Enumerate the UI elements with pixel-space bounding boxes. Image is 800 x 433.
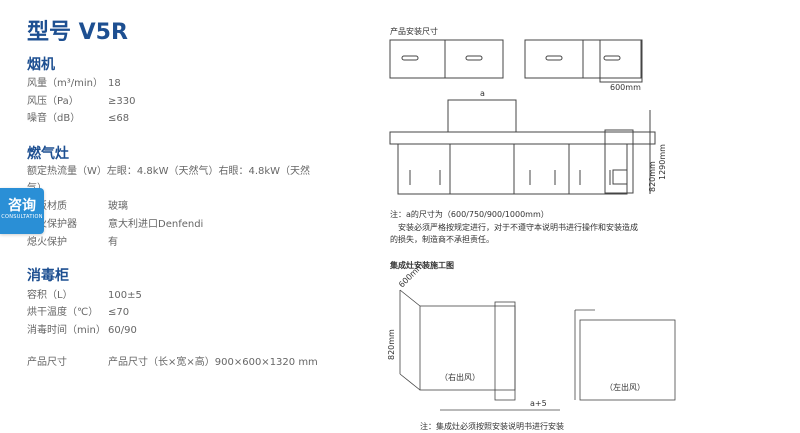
install-drawing [399, 289, 676, 411]
spec-label: 风量（m³/min） [27, 78, 103, 89]
note-line-3: 的损失，制造商不承担责任。 [390, 234, 494, 244]
dim-a-label: a [480, 89, 485, 98]
spec-value: 玻璃 [108, 201, 128, 212]
cabinet-heading: 消毒柜 [27, 268, 69, 284]
spec-row-protector: 熄火保护器 意大利进口Denfendi [27, 218, 203, 232]
diagram-title-size: 产品安装尺寸 [390, 26, 438, 36]
upper-cabinets [389, 39, 656, 195]
spec-row-power: 额定热流量（W）左眼：4.8kW（天然气）右眼：4.8kW（天然气） [27, 166, 311, 194]
side-hood [599, 39, 643, 83]
spec-label: 消毒时间（min） [27, 325, 106, 336]
note-line-1: 注：a的尺寸为（600/750/900/1000mm） [390, 209, 549, 219]
spec-row-noise: 噪音（dB） ≤68 [27, 112, 129, 126]
outlet-left-label: （左出风） [605, 382, 645, 392]
spec-label: 噪音（dB） [27, 113, 81, 124]
side-body [604, 129, 634, 194]
handle-icon [603, 55, 621, 61]
spec-row-airflow: 风量（m³/min） 18 [27, 77, 121, 91]
spec-row-pressure: 风压（Pa） ≥330 [27, 95, 135, 109]
diagram-title-install: 集成灶安装施工图 [389, 260, 454, 270]
install-panel [494, 301, 516, 401]
spec-value: ≤70 [108, 307, 130, 318]
spec-label: 熄火保护 [27, 237, 67, 248]
model-title: 型号 V5R [27, 20, 128, 45]
spec-value: 100±5 [108, 290, 142, 301]
stove-body [449, 143, 515, 195]
countertop [389, 131, 656, 145]
outlet-right-label: （右出风） [440, 372, 480, 382]
dim-height1-label: 1290mm [658, 144, 667, 180]
spec-label: 风压（Pa） [27, 96, 79, 107]
handle-icon [545, 55, 563, 61]
side-door [612, 169, 628, 185]
upper-cabinet [582, 39, 642, 79]
lower-cabinet [513, 143, 570, 195]
note-line-2: 安装必须严格按规定进行，对于不遵守本说明书进行操作和安装造成 [398, 222, 638, 232]
spec-label: 容积（L） [27, 290, 73, 301]
consult-label: 咨询 [8, 198, 36, 214]
dim-a5-label: a+5 [530, 399, 547, 408]
spec-value: ≤68 [108, 113, 130, 124]
dim-820-label: 820mm [387, 329, 396, 360]
upper-cabinet [444, 39, 504, 79]
spec-value: 有 [108, 237, 118, 248]
spec-value: 18 [108, 78, 121, 89]
spec-row-flame: 熄火保护 有 [27, 236, 118, 250]
installation-diagram: 产品安装尺寸 a 600mm 1290mm 820mm 注：a的尺寸为（600/… [387, 26, 676, 431]
stove-heading: 燃气灶 [27, 146, 69, 162]
lower-cabinet [568, 143, 628, 195]
bottom-note: 注：集成灶必须按照安装说明书进行安装 [420, 421, 564, 431]
spec-row-temp: 烘干温度（℃） ≤70 [27, 306, 129, 320]
lower-cabinet [397, 143, 451, 195]
spec-row-volume: 容积（L） 100±5 [27, 289, 142, 303]
spec-row-panel: 面板材质 玻璃 [27, 200, 128, 214]
spec-label: 烘干温度（℃） [27, 307, 99, 318]
spec-value: 60/90 [108, 325, 137, 336]
consult-sublabel: CONSULTATION [1, 214, 43, 220]
dim-width-label: 600mm [610, 83, 641, 92]
spec-value: 产品尺寸（长×宽×高）900×600×1320 mm [108, 357, 318, 368]
spec-row-size: 产品尺寸 产品尺寸（长×宽×高）900×600×1320 mm [27, 356, 318, 370]
upper-cabinet [524, 39, 584, 79]
spec-label: 面板材质 [27, 201, 67, 212]
spec-value: 意大利进口Denfendi [108, 219, 204, 230]
install-box-right [579, 319, 676, 401]
handle-icon [465, 55, 483, 61]
range-hood [447, 99, 517, 133]
spec-value: ≥330 [108, 96, 136, 107]
spec-row-time: 消毒时间（min）60/90 [27, 324, 137, 338]
handle-icon [401, 55, 419, 61]
hood-heading: 烟机 [27, 57, 55, 73]
consult-button[interactable]: 咨询 CONSULTATION [0, 188, 44, 234]
spec-label: 熄火保护器 [27, 219, 77, 230]
dim-height2-label: 820mm [648, 161, 657, 192]
spec-label: 产品尺寸 [27, 357, 67, 368]
